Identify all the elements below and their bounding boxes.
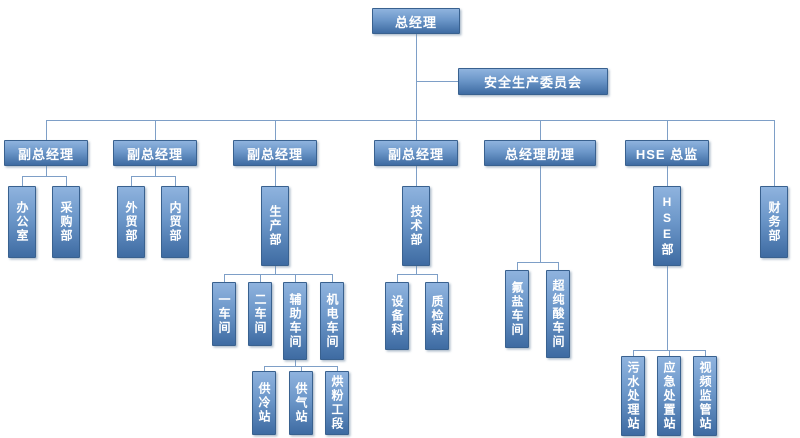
- node-domestic-trade-dept: 内贸部: [161, 186, 189, 258]
- node-cooling-supply-label: 供冷站: [257, 382, 271, 424]
- connector-drop-me-workshop: [332, 274, 333, 282]
- connector-drop-deputy3: [275, 120, 276, 140]
- connector-stem-hse-dept: [667, 166, 668, 186]
- node-video-monitoring-station: 视频监管站: [693, 356, 717, 436]
- connector-stem-deputy1: [46, 166, 47, 176]
- node-office-label: 办公室: [15, 201, 29, 243]
- connector-trunk: [416, 34, 417, 120]
- connector-drop-sewage: [633, 350, 634, 356]
- node-hse-dept-label: HSE部: [660, 195, 674, 257]
- connector-drop-deputy2: [155, 120, 156, 140]
- node-production-label: 生产部: [268, 205, 282, 247]
- node-purchasing-label: 采购部: [59, 201, 73, 243]
- node-general-manager: 总经理: [372, 8, 460, 34]
- node-gm-assistant: 总经理助理: [484, 140, 596, 166]
- node-emergency-response-label: 应急处置站: [662, 361, 676, 431]
- node-video-monitoring-label: 视频监管站: [698, 361, 712, 431]
- connector-branch-tech-sections: [397, 274, 437, 275]
- node-finance-label: 财务部: [767, 201, 781, 243]
- connector-drop-cooling: [264, 366, 265, 371]
- node-mech-electric-workshop: 机电车间: [320, 282, 344, 360]
- node-powder-drying-section: 烘粉工段: [325, 371, 349, 435]
- node-foreign-trade-label: 外贸部: [124, 201, 138, 243]
- connector-stem-production: [275, 166, 276, 186]
- node-emergency-response-station: 应急处置站: [657, 356, 681, 436]
- node-hse-dept: HSE部: [653, 186, 681, 266]
- node-deputy-gm-3: 副总经理: [233, 140, 317, 166]
- node-foreign-trade-dept: 外贸部: [117, 186, 145, 258]
- connector-branch-deputy1: [22, 176, 66, 177]
- node-workshop-1: 一车间: [212, 282, 236, 346]
- connector-drop-aux-workshop: [295, 274, 296, 282]
- node-domestic-trade-label: 内贸部: [168, 201, 182, 243]
- connector-branch-deputy2: [131, 176, 175, 177]
- connector-stem-hse-stations: [667, 266, 668, 350]
- connector-drop-gas: [301, 366, 302, 371]
- node-sewage-treatment-label: 污水处理站: [626, 361, 640, 431]
- connector-stem-workshops: [275, 266, 276, 274]
- node-production-dept: 生产部: [261, 186, 289, 266]
- node-gas-supply-label: 供气站: [294, 382, 308, 424]
- node-technology-label: 技术部: [409, 205, 423, 247]
- node-fluoride-salt-label: 氟盐车间: [510, 281, 524, 337]
- connector-main-horizontal: [46, 120, 774, 121]
- connector-branch-workshops: [224, 274, 332, 275]
- node-deputy-gm-2: 副总经理: [113, 140, 197, 166]
- node-deputy-gm-1: 副总经理: [4, 140, 88, 166]
- connector-drop-workshop2: [260, 274, 261, 282]
- connector-stem-aux-stations: [295, 360, 296, 366]
- node-auxiliary-workshop: 辅助车间: [283, 282, 307, 360]
- node-purchasing-dept: 采购部: [52, 186, 80, 258]
- node-safety-committee: 安全生产委员会: [458, 68, 608, 95]
- connector-drop-powder: [337, 366, 338, 371]
- connector-drop-domestic-trade: [175, 176, 176, 186]
- node-ultrapure-acid-workshop: 超纯酸车间: [546, 270, 570, 358]
- node-quality-label: 质检科: [430, 295, 444, 337]
- node-equipment-section: 设备科: [385, 282, 409, 350]
- node-workshop-1-label: 一车间: [217, 293, 231, 335]
- node-quality-inspection-section: 质检科: [425, 282, 449, 350]
- node-cooling-supply-station: 供冷站: [252, 371, 276, 435]
- node-technology-dept: 技术部: [402, 186, 430, 266]
- node-deputy-gm-4: 副总经理: [374, 140, 458, 166]
- node-equipment-label: 设备科: [390, 295, 404, 337]
- node-workshop-2-label: 二车间: [253, 293, 267, 335]
- connector-drop-hse-director: [667, 120, 668, 140]
- connector-drop-office: [22, 176, 23, 186]
- connector-stem-assistant: [540, 166, 541, 262]
- node-fluoride-salt-workshop: 氟盐车间: [505, 270, 529, 348]
- node-sewage-treatment-station: 污水处理站: [621, 356, 645, 436]
- connector-drop-emergency: [669, 350, 670, 356]
- connector-drop-purchasing: [66, 176, 67, 186]
- node-finance-dept: 财务部: [760, 186, 788, 258]
- connector-stem-technology: [416, 166, 417, 186]
- connector-drop-equipment: [397, 274, 398, 282]
- connector-drop-deputy4: [416, 120, 417, 140]
- connector-drop-workshop1: [224, 274, 225, 282]
- connector-drop-foreign-trade: [131, 176, 132, 186]
- connector-drop-ultrapure: [558, 262, 559, 270]
- node-office: 办公室: [8, 186, 36, 258]
- connector-drop-finance: [774, 120, 775, 186]
- node-mech-electric-workshop-label: 机电车间: [325, 293, 339, 349]
- connector-drop-video: [705, 350, 706, 356]
- node-workshop-2: 二车间: [248, 282, 272, 346]
- node-gas-supply-station: 供气站: [289, 371, 313, 435]
- node-auxiliary-workshop-label: 辅助车间: [288, 293, 302, 349]
- connector-drop-deputy1: [46, 120, 47, 140]
- node-hse-director: HSE 总监: [625, 140, 709, 166]
- connector-branch-assistant: [517, 262, 558, 263]
- connector-stem-deputy2: [155, 166, 156, 176]
- connector-committee: [416, 81, 458, 82]
- node-powder-drying-label: 烘粉工段: [330, 375, 344, 431]
- connector-drop-quality: [437, 274, 438, 282]
- node-ultrapure-acid-label: 超纯酸车间: [551, 279, 565, 349]
- connector-drop-fluoride: [517, 262, 518, 270]
- connector-stem-tech-sections: [416, 266, 417, 274]
- connector-branch-aux-stations: [264, 366, 337, 367]
- connector-drop-assistant: [540, 120, 541, 140]
